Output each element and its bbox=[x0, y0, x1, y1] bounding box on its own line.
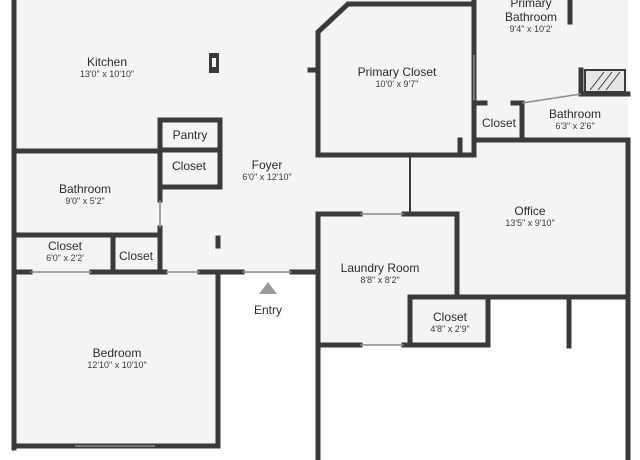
room-dims: 6'3" x 2'6" bbox=[555, 121, 595, 131]
room-dims: 13'5" x 9'10" bbox=[505, 218, 555, 228]
room-dims: 13'0" x 10'10" bbox=[79, 69, 135, 79]
room-name: Bathroom bbox=[548, 107, 602, 121]
door-line bbox=[521, 93, 582, 104]
closet-b-label: Closet 6'0" x 2'2' bbox=[46, 239, 84, 264]
room-dims: 9'4" x 10'2' bbox=[509, 24, 553, 34]
room-dims: 12'10" x 10'10" bbox=[87, 360, 147, 370]
wall bbox=[315, 211, 363, 348]
office-label: Office 13'5" x 9'10" bbox=[505, 204, 554, 229]
closet-d-label: Closet 4'8" x 2'9" bbox=[430, 310, 469, 335]
room-name: Closet bbox=[481, 116, 517, 130]
wall bbox=[157, 117, 223, 190]
room-dims: 6'0" x 12'10" bbox=[242, 172, 292, 182]
primary-bathroom-label: Primary Bathroom 9'4" x 10'2' bbox=[505, 0, 557, 35]
stairs-icon bbox=[589, 71, 621, 91]
room-name: Pantry bbox=[172, 128, 208, 142]
room-name: Closet bbox=[47, 239, 82, 253]
room-dims: 10'0' x 9'7" bbox=[375, 79, 419, 89]
bathroom-label: Bathroom 9'0" x 5'2" bbox=[59, 182, 111, 207]
room-name: Primary Closet bbox=[357, 65, 437, 79]
room-name: Kitchen bbox=[86, 55, 128, 69]
kitchen-label: Kitchen 13'0" x 10'10" bbox=[80, 55, 134, 80]
room-name: Laundry Room bbox=[340, 261, 420, 275]
room-dims: 4'8" x 2'9" bbox=[430, 324, 470, 334]
room-name: Bedroom bbox=[92, 346, 142, 360]
room-name: Closet bbox=[432, 310, 468, 324]
room-name: Foyer bbox=[251, 158, 283, 172]
entry-floor bbox=[218, 274, 318, 460]
primary-closet-label: Primary Closet 10'0' x 9'7" bbox=[358, 65, 437, 90]
pantry-label: Pantry bbox=[173, 128, 208, 142]
foyer-label: Foyer 6'0" x 12'10" bbox=[242, 158, 291, 183]
room-name: Office bbox=[514, 204, 546, 218]
bedroom-label: Bedroom 12'10" x 10'10" bbox=[87, 346, 146, 371]
bedroom-floor bbox=[12, 274, 218, 446]
closet-c-label: Closet bbox=[119, 249, 153, 263]
entry-label: Entry bbox=[254, 303, 282, 317]
closet-a-label: Closet bbox=[172, 159, 206, 173]
room-dims: 6'0" x 2'2' bbox=[46, 253, 84, 263]
entry-arrow-icon bbox=[259, 282, 277, 294]
room-name: Primary Bathroom bbox=[504, 0, 558, 24]
laundry-room-label: Laundry Room 8'8" x 8'2" bbox=[341, 261, 420, 286]
room-name: Bathroom bbox=[58, 182, 112, 196]
fixture-icon bbox=[212, 58, 216, 67]
room-name: Closet bbox=[171, 159, 207, 173]
entry-text: Entry bbox=[253, 303, 283, 317]
closet-small-label: Closet bbox=[482, 116, 516, 130]
room-name: Closet bbox=[118, 249, 154, 263]
bathroom-small-label: Bathroom 6'3" x 2'6" bbox=[549, 107, 601, 132]
room-dims: 8'8" x 8'2" bbox=[360, 275, 400, 285]
room-dims: 9'0" x 5'2" bbox=[65, 196, 105, 206]
